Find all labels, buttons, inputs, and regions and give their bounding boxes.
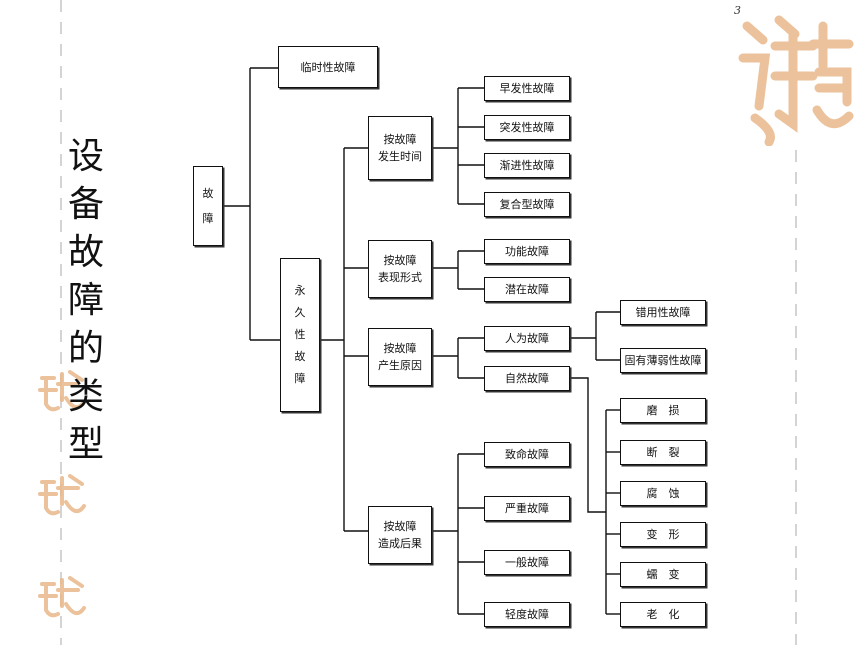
category-line1: 按故障 (383, 342, 417, 355)
leaf-label: 错用性故障 (635, 306, 691, 319)
category-by-cause: 按故障 产生原因 (368, 328, 432, 386)
leaf-node: 腐 蚀 (620, 481, 706, 506)
temporary-fault-node: 临时性故障 (278, 46, 378, 88)
leaf-node: 复合型故障 (484, 192, 570, 217)
leaf-node: 自然故障 (484, 366, 570, 391)
category-line2: 发生时间 (378, 150, 422, 163)
title-char: 备 (67, 184, 104, 225)
leaf-label: 磨 损 (646, 404, 680, 417)
category-line2: 表现形式 (378, 271, 422, 284)
leaf-label: 潜在故障 (505, 283, 549, 296)
leaf-label: 固有薄弱性故障 (624, 354, 702, 367)
leaf-label: 致命故障 (505, 448, 549, 461)
leaf-label: 自然故障 (505, 372, 549, 385)
leaf-node: 突发性故障 (484, 115, 570, 140)
leaf-label: 一般故障 (505, 556, 549, 569)
temporary-fault-label: 临时性故障 (300, 60, 356, 74)
leaf-label: 断 裂 (646, 446, 680, 459)
category-by-form: 按故障 表现形式 (368, 240, 432, 298)
leaf-label: 复合型故障 (499, 198, 555, 211)
leaf-node: 致命故障 (484, 442, 570, 467)
leaf-node: 错用性故障 (620, 300, 706, 325)
leaf-node: 固有薄弱性故障 (620, 348, 706, 373)
permanent-char: 久 (294, 306, 306, 319)
leaf-label: 腐 蚀 (646, 487, 680, 500)
left-dashed-guide (60, 0, 62, 645)
leaf-label: 突发性故障 (499, 121, 555, 134)
leaf-label: 严重故障 (505, 502, 549, 515)
top-right-seal-logo (738, 15, 854, 146)
permanent-char: 障 (294, 372, 306, 385)
permanent-char: 永 (294, 284, 306, 297)
root-char: 故 (202, 187, 214, 200)
category-line1: 按故障 (383, 520, 417, 533)
leaf-node: 严重故障 (484, 496, 570, 521)
leaf-label: 渐进性故障 (499, 159, 555, 172)
leaf-label: 功能故障 (505, 245, 549, 258)
permanent-char: 性 (294, 328, 306, 341)
category-by-consequence: 按故障 造成后果 (368, 506, 432, 564)
leaf-node: 老 化 (620, 602, 706, 627)
leaf-node: 磨 损 (620, 398, 706, 423)
leaf-node: 早发性故障 (484, 76, 570, 101)
leaf-node: 断 裂 (620, 440, 706, 465)
leaf-label: 早发性故障 (499, 82, 555, 95)
page-number: 3 (734, 4, 741, 17)
leaf-node: 变 形 (620, 522, 706, 547)
leaf-label: 人为故障 (505, 332, 549, 345)
left-seal-2 (38, 474, 86, 516)
leaf-node: 轻度故障 (484, 602, 570, 627)
leaf-node: 蠕 变 (620, 562, 706, 587)
right-dashed-guide (795, 150, 797, 645)
leaf-node: 渐进性故障 (484, 153, 570, 178)
leaf-node: 一般故障 (484, 550, 570, 575)
title-char: 的 (67, 328, 104, 369)
permanent-char: 故 (294, 350, 306, 363)
leaf-node: 功能故障 (484, 239, 570, 264)
slide-title: 设 备 故 障 的 类 型 (66, 133, 106, 469)
title-char: 类 (67, 376, 104, 417)
leaf-node: 人为故障 (484, 326, 570, 351)
category-line1: 按故障 (383, 133, 417, 146)
leaf-label: 蠕 变 (646, 568, 680, 581)
title-char: 故 (67, 232, 104, 273)
permanent-fault-node: 永 久 性 故 障 (280, 258, 320, 412)
title-char: 设 (67, 136, 104, 177)
title-char: 障 (67, 280, 104, 321)
leaf-label: 变 形 (646, 528, 680, 541)
root-fault-node: 故 障 (193, 166, 223, 246)
title-char: 型 (67, 424, 104, 465)
leaf-node: 潜在故障 (484, 277, 570, 302)
category-line1: 按故障 (383, 254, 417, 267)
category-line2: 产生原因 (378, 359, 422, 372)
leaf-label: 轻度故障 (505, 608, 549, 621)
left-seal-1 (38, 370, 86, 412)
leaf-label: 老 化 (646, 608, 680, 621)
root-char: 障 (202, 212, 214, 225)
left-seal-3 (38, 576, 86, 618)
category-by-time: 按故障 发生时间 (368, 116, 432, 180)
category-line2: 造成后果 (378, 537, 422, 550)
